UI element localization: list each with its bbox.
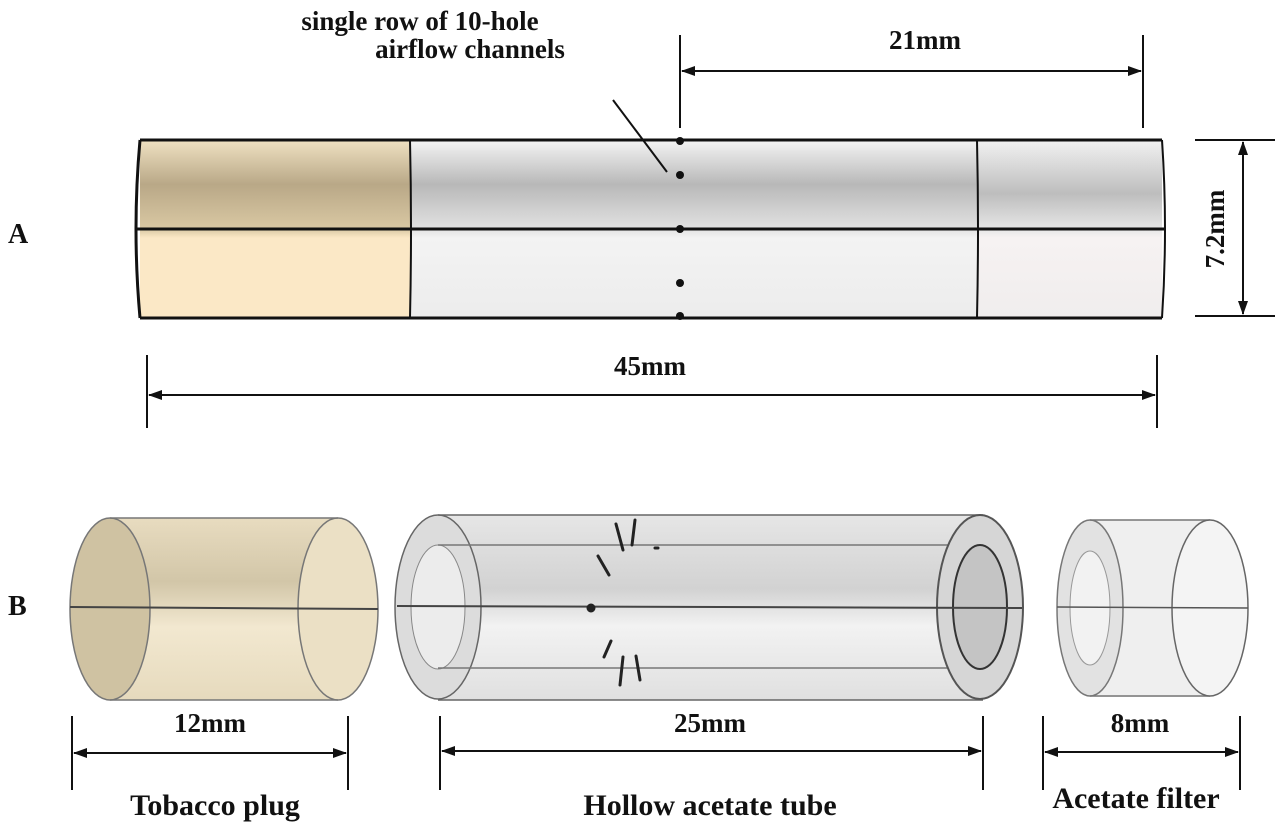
label-hollow-acetate-tube: Hollow acetate tube [583,789,836,822]
callout-line1: single row of 10-hole [301,6,538,36]
hollow-acetate-tube-part [394,514,1024,701]
dim-25mm-label: 25mm [674,708,746,738]
dim-8mm-label: 8mm [1111,708,1170,738]
dimension-21mm: 21mm [679,25,1144,128]
acetate-filter-part [1056,519,1249,697]
airflow-channels [586,518,660,687]
dimension-25mm: 25mm [439,708,984,790]
panel-label-a: A [8,219,29,250]
tobacco-plug-part [69,517,379,701]
dimension-8mm: 8mm [1042,708,1241,790]
label-tobacco-plug: Tobacco plug [130,789,300,822]
dimension-45mm: 45mm [146,351,1158,428]
dim-diameter-label: 7.2mm [1200,189,1230,268]
dim-12mm-label: 12mm [174,708,246,738]
panel-label-b: B [8,591,27,622]
label-acetate-filter: Acetate filter [1052,782,1219,815]
airflow-holes [676,137,684,320]
dim-45mm-label: 45mm [614,351,686,381]
callout-line2: airflow channels [375,34,565,64]
dimension-diameter: 7.2mm [1195,139,1275,317]
dim-21mm-label: 21mm [889,25,961,55]
assembled-stick [134,137,1166,320]
callout-leader-line [612,99,668,173]
dimension-12mm: 12mm [71,708,349,790]
